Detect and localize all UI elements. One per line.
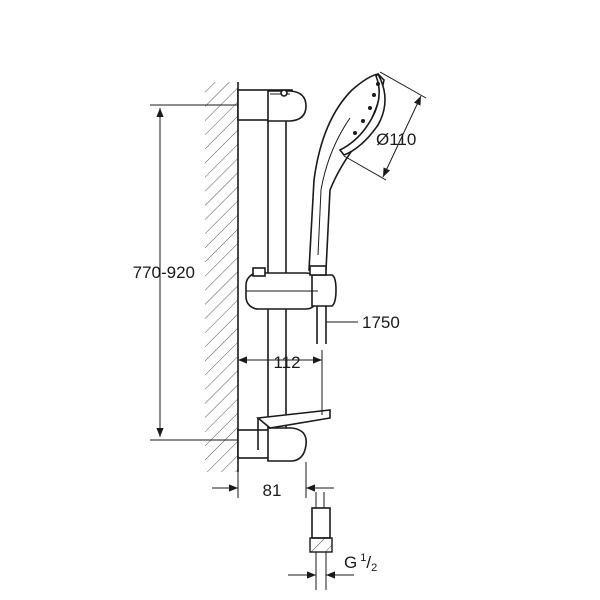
wall	[205, 82, 239, 472]
diameter-ext-top	[379, 71, 427, 99]
thread-label-slash: /	[366, 553, 371, 572]
dimension-hose: 1750	[326, 313, 400, 332]
top-bracket-screw	[280, 89, 288, 97]
height-range-label: 770-920	[133, 263, 195, 282]
slider-holder-cup	[311, 274, 337, 307]
wall-hatching	[205, 82, 238, 472]
base-projection-label: 81	[263, 481, 282, 500]
top-bracket-cap	[267, 90, 307, 122]
rail-projection-label: 112	[273, 353, 300, 372]
shower-hose	[316, 306, 327, 344]
slider-holder	[245, 267, 337, 310]
fitting-nut	[311, 507, 331, 539]
bottom-bracket-cap	[267, 427, 308, 462]
dimension-base-projection: 81	[212, 462, 334, 500]
diameter-ext-bottom	[343, 155, 387, 181]
thread-label-sup: 1	[360, 552, 366, 564]
top-wall-bracket	[237, 89, 307, 122]
hand-shower-connector	[309, 265, 327, 276]
dimension-rail-projection: 112	[237, 350, 323, 415]
head-diameter-label: Ø110	[376, 130, 416, 149]
hand-shower-contour	[317, 117, 351, 256]
slider-knob	[252, 267, 266, 277]
fitting-thread	[309, 537, 333, 553]
dimension-height: 770-920	[133, 104, 238, 441]
hose-length-label: 1750	[362, 313, 400, 332]
soap-dish	[256, 409, 331, 429]
thread-label-sub: 2	[371, 562, 377, 574]
hand-shower	[308, 72, 386, 276]
bottom-bracket	[237, 409, 331, 462]
dimension-head-diameter: Ø110	[343, 71, 427, 181]
diameter-dimension-line	[382, 95, 422, 178]
shower-head-nozzles	[353, 82, 380, 135]
thread-label-main: G	[344, 553, 357, 572]
